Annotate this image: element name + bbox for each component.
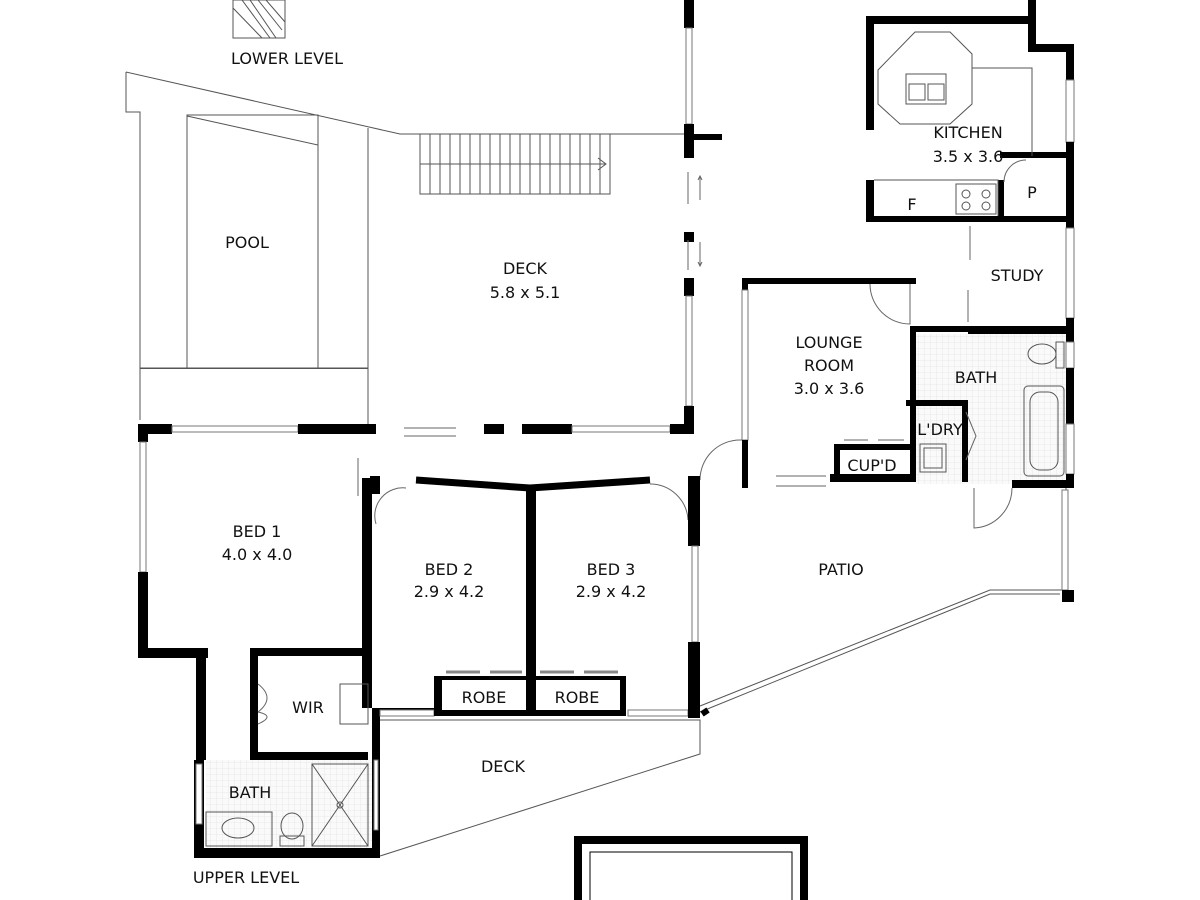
- ensuite-toilet-icon: [279, 812, 305, 847]
- laundry-tub-icon: [919, 443, 947, 473]
- kitchen-walls: [866, 0, 1075, 228]
- main-bath-floor: [916, 334, 1066, 484]
- kitchen-island: [877, 31, 973, 125]
- laundry-label: L'DRY: [917, 420, 963, 439]
- bottom-structure: [574, 836, 808, 900]
- lower-level-stair-icon: [232, 0, 286, 39]
- bed2-dims: 2.9 x 4.2: [414, 582, 485, 601]
- kitchen-sink-icon: [905, 73, 947, 105]
- ensuite-label: BATH: [229, 783, 271, 802]
- lower-deck-label: DECK: [481, 757, 526, 776]
- cupboard-label: CUP'D: [847, 456, 896, 475]
- kitchen-dims: 3.5 x 3.6: [933, 147, 1004, 166]
- bed1-dims: 4.0 x 4.0: [222, 545, 293, 564]
- patio-outline: [699, 488, 1074, 717]
- laundry-bifold-door: [965, 411, 977, 461]
- shower-icon: [311, 763, 369, 847]
- patio-label: PATIO: [818, 560, 863, 579]
- ensuite-walls: [194, 710, 380, 858]
- main-bath-walls: [834, 326, 1075, 529]
- robe-a-label: ROBE: [462, 688, 507, 707]
- lower-deck-outline: [379, 719, 701, 857]
- pool-deck-outline: [125, 71, 690, 425]
- deck-main-dims: 5.8 x 5.1: [490, 283, 561, 302]
- deck-main-label: DECK: [503, 259, 548, 278]
- deck-bedroom-wall: [138, 424, 742, 481]
- pool-shape: [186, 115, 319, 369]
- main-bath-label: BATH: [955, 368, 997, 387]
- lounge-label-line1: LOUNGE: [795, 333, 862, 352]
- study-label: STUDY: [991, 266, 1044, 285]
- cooktop-icon: [955, 183, 997, 215]
- bed1-walls: [138, 424, 372, 760]
- wir-walls: [250, 648, 369, 760]
- bed3-label: BED 3: [587, 560, 636, 579]
- lower-level-label: LOWER LEVEL: [231, 49, 343, 68]
- bed3-dims: 2.9 x 4.2: [576, 582, 647, 601]
- toilet-icon: [1027, 341, 1065, 369]
- kitchen-bench: [874, 67, 1033, 216]
- lounge-label-line2: ROOM: [804, 356, 854, 375]
- bed2-label: BED 2: [425, 560, 474, 579]
- wir-label: WIR: [292, 698, 324, 717]
- robes: [442, 670, 620, 710]
- lounge-dims: 3.0 x 3.6: [794, 379, 865, 398]
- deck-stairs: [419, 133, 611, 195]
- robe-b-label: ROBE: [555, 688, 600, 707]
- pool-label: POOL: [225, 233, 269, 252]
- upper-level-label: UPPER LEVEL: [193, 868, 299, 887]
- ensuite-floor: [206, 760, 372, 852]
- bathtub-icon: [1023, 385, 1065, 477]
- kitchen-label: KITCHEN: [933, 123, 1002, 142]
- pantry-door: [1003, 159, 1027, 183]
- deck-right-wall: [684, 0, 722, 432]
- pantry-label: P: [1027, 183, 1037, 202]
- fridge-label: F: [907, 195, 916, 214]
- basin-icon: [205, 811, 273, 847]
- bed1-label: BED 1: [233, 522, 282, 541]
